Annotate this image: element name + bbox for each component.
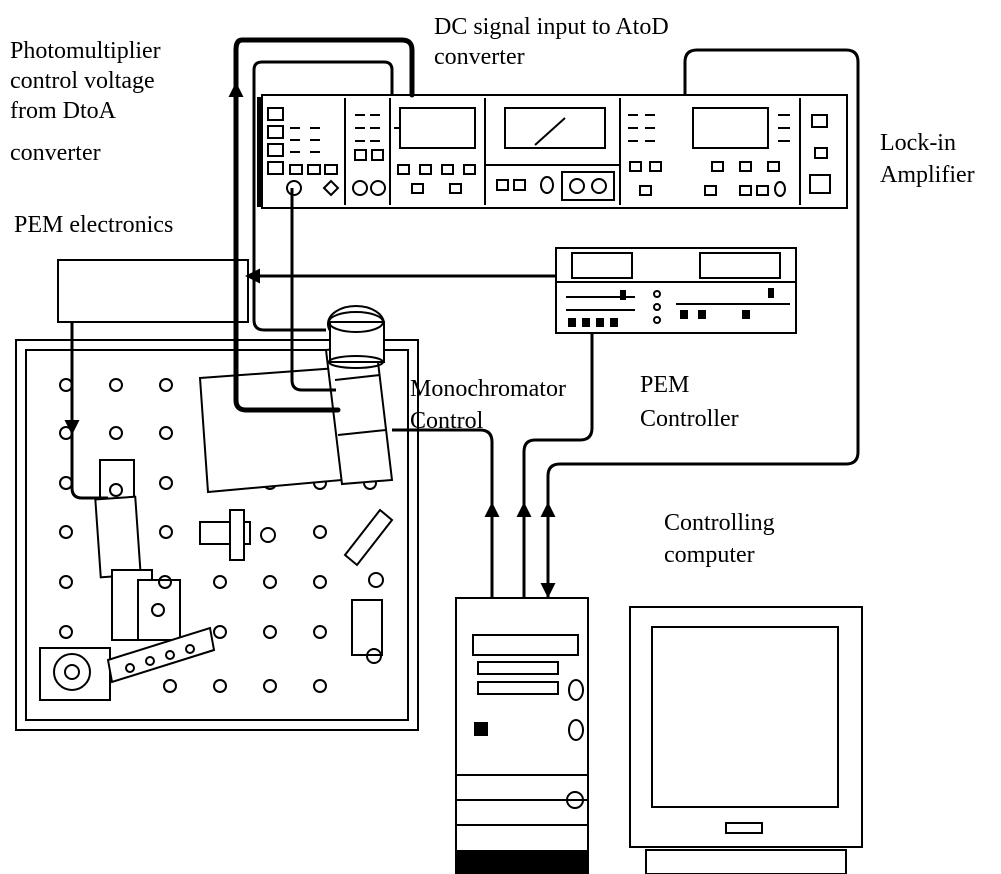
optical-components bbox=[40, 460, 392, 700]
pmt-label-1: Photomultiplier bbox=[10, 38, 161, 64]
computer-label-2: computer bbox=[664, 542, 755, 568]
pem-controller-label-2: Controller bbox=[640, 406, 739, 432]
pem-controller bbox=[556, 248, 796, 333]
dc-signal-label-2: converter bbox=[434, 44, 525, 70]
pmt-label-3: from DtoA bbox=[10, 98, 117, 124]
computer-label-1: Controlling bbox=[664, 510, 775, 536]
pem-electronics-label: PEM electronics bbox=[14, 212, 173, 238]
pem-controller-label-1: PEM bbox=[640, 372, 689, 398]
lockin-label-1: Lock-in bbox=[880, 130, 956, 156]
optical-table bbox=[16, 306, 418, 730]
monochromator bbox=[200, 306, 392, 492]
pmt-label-4: converter bbox=[10, 140, 101, 166]
pmt-label-2: control voltage bbox=[10, 68, 155, 94]
pem-electronics-box bbox=[58, 260, 248, 322]
lockin-label-2: Amplifier bbox=[880, 162, 975, 188]
lock-in-amplifier bbox=[258, 95, 847, 208]
dc-signal-label-1: DC signal input to AtoD bbox=[434, 14, 669, 40]
computer-monitor bbox=[630, 607, 862, 874]
computer-tower bbox=[456, 598, 588, 874]
monochromator-label-1: Monochromator bbox=[410, 376, 566, 402]
monochromator-label-2: Control bbox=[410, 408, 484, 434]
